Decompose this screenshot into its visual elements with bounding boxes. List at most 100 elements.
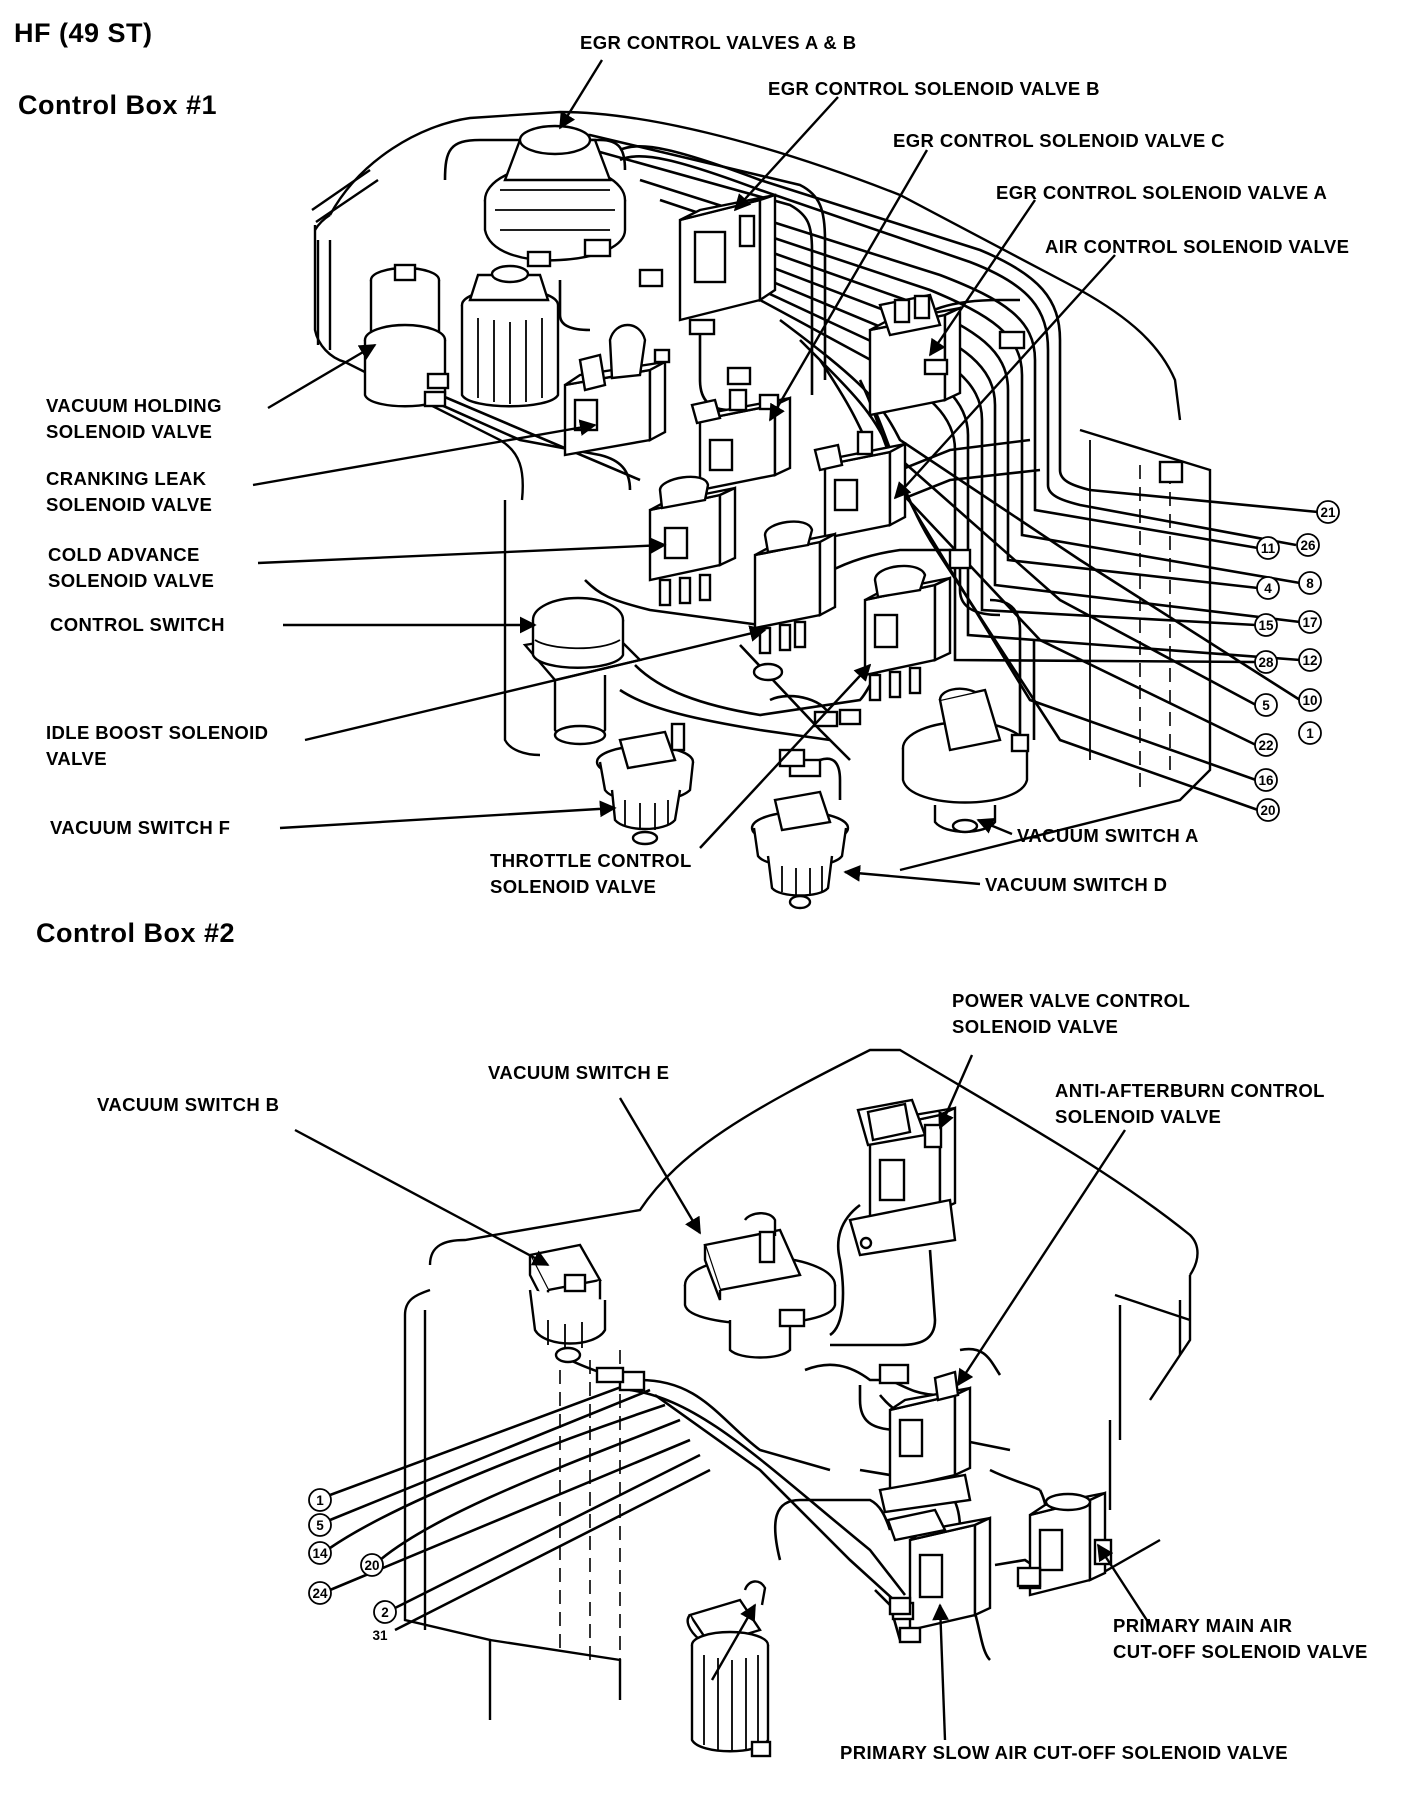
label-line: THROTTLE CONTROL — [490, 850, 692, 871]
box2-hose-number: 2 — [373, 1600, 397, 1624]
svg-text:4: 4 — [1264, 581, 1272, 596]
label-egr-solenoid-b: EGR CONTROL SOLENOID VALVE B — [768, 78, 1100, 99]
box1-filter-canister — [460, 264, 560, 408]
egr-control-valves-ab — [483, 124, 627, 268]
box2-hose-number: 1 — [308, 1488, 332, 1512]
label-line: SOLENOID VALVE — [46, 494, 213, 515]
control-box-1-title: Control Box #1 — [18, 90, 218, 120]
vacuum-switch-e-part — [683, 1212, 837, 1359]
label-line: PRIMARY MAIN AIR — [1113, 1615, 1293, 1636]
svg-text:2: 2 — [381, 1605, 389, 1620]
label-vacuum-holding-solenoid: VACUUM HOLDING SOLENOID VALVE — [46, 393, 222, 445]
box1-hose-number: 11 — [1256, 536, 1280, 560]
box2-hose-number: 24 — [308, 1581, 332, 1605]
svg-text:14: 14 — [312, 1546, 328, 1561]
label-vacuum-switch-b: VACUUM SWITCH B — [97, 1094, 280, 1115]
label-line: SOLENOID VALVE — [490, 876, 657, 897]
svg-text:5: 5 — [316, 1518, 324, 1533]
label-throttle-control-solenoid: THROTTLE CONTROL SOLENOID VALVE — [490, 848, 692, 900]
svg-text:15: 15 — [1258, 618, 1274, 633]
throttle-control-valve-part — [863, 564, 952, 702]
idle-boost-valve-part — [752, 520, 837, 682]
label-line: VACUUM HOLDING — [46, 395, 222, 416]
box2-filter-canister — [686, 1580, 772, 1758]
label-egr-solenoid-c: EGR CONTROL SOLENOID VALVE C — [893, 130, 1225, 151]
anti-afterburn-valve-part — [878, 1363, 972, 1514]
label-egr-control-valves-ab: EGR CONTROL VALVES A & B — [580, 32, 857, 53]
label-line: CRANKING LEAK — [46, 468, 207, 489]
label-egr-solenoid-a: EGR CONTROL SOLENOID VALVE A — [996, 182, 1328, 203]
label-line: CUT-OFF SOLENOID VALVE — [1113, 1641, 1368, 1662]
box1-hose-number: 22 — [1254, 733, 1278, 757]
svg-text:21: 21 — [1320, 505, 1336, 520]
box1-hose-number: 4 — [1256, 576, 1280, 600]
box2-hose-number: 31 — [372, 1628, 388, 1643]
box1-leaders — [252, 59, 1116, 886]
box1-hose-number: 20 — [1256, 798, 1280, 822]
svg-text:10: 10 — [1302, 693, 1317, 708]
label-cold-advance-solenoid: COLD ADVANCE SOLENOID VALVE — [48, 542, 214, 594]
cranking-leak-valve-part — [563, 323, 671, 457]
label-vacuum-switch-d: VACUUM SWITCH D — [985, 874, 1168, 895]
label-line: SOLENOID VALVE — [952, 1016, 1119, 1037]
egr-solenoid-a-part — [868, 293, 962, 417]
label-line: ANTI-AFTERBURN CONTROL — [1055, 1080, 1325, 1101]
svg-text:31: 31 — [372, 1628, 388, 1643]
svg-text:20: 20 — [364, 1558, 379, 1573]
control-box-1-drawing: 21 26 11 8 4 17 15 12 28 10 5 1 22 16 20 — [252, 59, 1340, 910]
label-vacuum-switch-e: VACUUM SWITCH E — [488, 1062, 670, 1083]
vacuum-switch-a-part — [901, 687, 1030, 834]
box1-hose-number: 10 — [1298, 688, 1322, 712]
label-line: SOLENOID VALVE — [48, 570, 215, 591]
label-power-valve-control-solenoid: POWER VALVE CONTROL SOLENOID VALVE — [952, 988, 1190, 1040]
box1-hose-number: 16 — [1254, 768, 1278, 792]
svg-text:12: 12 — [1302, 653, 1317, 668]
control-box-2-title: Control Box #2 — [36, 918, 236, 948]
svg-text:1: 1 — [1306, 726, 1314, 741]
box1-hose-number: 5 — [1254, 693, 1278, 717]
egr-solenoid-c-part — [690, 388, 792, 492]
box1-hose-number: 12 — [1298, 648, 1322, 672]
air-control-valve-part — [813, 430, 907, 540]
svg-text:20: 20 — [1260, 803, 1275, 818]
svg-text:24: 24 — [312, 1586, 328, 1601]
svg-text:28: 28 — [1258, 655, 1274, 670]
box1-hose-bundle — [619, 144, 1319, 812]
label-cranking-leak-solenoid: CRANKING LEAK SOLENOID VALVE — [46, 466, 212, 518]
box1-hose-number: 8 — [1298, 571, 1322, 595]
primary-slow-air-valve-part — [886, 1508, 992, 1644]
page-title: HF (49 ST) — [14, 18, 153, 48]
label-line: SOLENOID VALVE — [1055, 1106, 1222, 1127]
box2-hose-bundle — [329, 1378, 711, 1632]
box2-hose-number: 14 — [308, 1541, 332, 1565]
label-vacuum-switch-a: VACUUM SWITCH A — [1017, 825, 1199, 846]
box1-hose-number: 15 — [1254, 613, 1278, 637]
label-line: IDLE BOOST SOLENOID — [46, 722, 269, 743]
vacuum-switch-d-part — [750, 758, 850, 910]
power-valve-part — [848, 1098, 957, 1257]
label-line: POWER VALVE CONTROL — [952, 990, 1191, 1011]
box1-hose-number: 1 — [1298, 721, 1322, 745]
svg-text:5: 5 — [1262, 698, 1270, 713]
cold-advance-valve-part — [648, 475, 737, 607]
label-idle-boost-solenoid: IDLE BOOST SOLENOID VALVE — [46, 720, 268, 772]
box1-hose-number: 17 — [1298, 610, 1322, 634]
svg-text:26: 26 — [1300, 538, 1316, 553]
box1-hose-number: 26 — [1296, 533, 1320, 557]
box2-hose-number-markers: 1 5 14 20 24 2 31 — [308, 1488, 397, 1643]
control-box-2-drawing: 1 5 14 20 24 2 31 — [294, 1048, 1199, 1758]
label-air-control-solenoid: AIR CONTROL SOLENOID VALVE — [1045, 236, 1350, 257]
label-control-switch: CONTROL SWITCH — [50, 614, 225, 635]
svg-text:22: 22 — [1258, 738, 1273, 753]
label-line: VALVE — [46, 748, 107, 769]
svg-text:16: 16 — [1258, 773, 1274, 788]
vacuum-switch-f-part — [595, 722, 695, 846]
egr-solenoid-b-part — [638, 193, 777, 336]
box1-hose-number-markers: 21 26 11 8 4 17 15 12 28 10 5 1 22 16 20 — [1254, 500, 1340, 822]
svg-text:1: 1 — [316, 1493, 324, 1508]
label-anti-afterburn-solenoid: ANTI-AFTERBURN CONTROL SOLENOID VALVE — [1055, 1078, 1325, 1130]
label-vacuum-switch-f: VACUUM SWITCH F — [50, 817, 231, 838]
box2-hose-number: 5 — [308, 1513, 332, 1537]
box2-hose-number: 20 — [360, 1553, 384, 1577]
